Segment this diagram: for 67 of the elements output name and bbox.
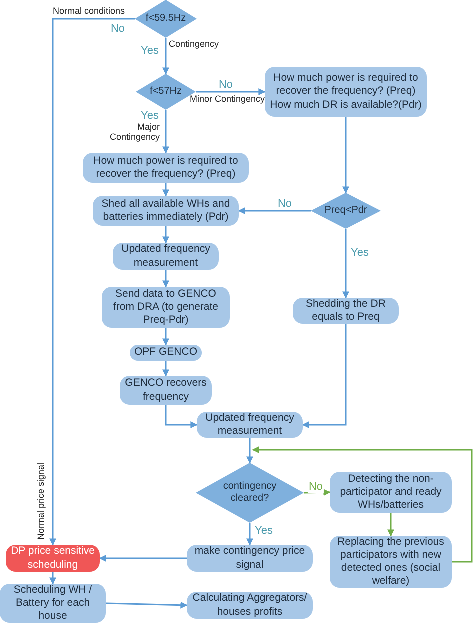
process-box — [197, 412, 303, 438]
node-text: GENCO recovers frequency — [124, 377, 208, 404]
arrow — [238, 208, 311, 214]
arrow — [162, 270, 170, 288]
arrow — [162, 110, 170, 154]
node-text: OPF GENCO — [134, 346, 198, 360]
node-text: Updated frequency measurement — [204, 412, 296, 438]
node-text: How much power is required to recover the frequency? (Preq) — [92, 154, 240, 182]
edge-label: Yes — [254, 525, 274, 537]
node-text: Scheduling WH / Battery for each house — [12, 584, 94, 624]
arrow — [252, 446, 473, 563]
arrow — [342, 117, 350, 194]
arrow — [304, 489, 331, 496]
node-text: How much power is required to recover the frequency? (Preq) — [272, 72, 420, 99]
arrow — [196, 88, 266, 96]
arrow — [388, 513, 394, 537]
node-text: Detecting the non-participator and ready WHs/batteries — [339, 472, 443, 512]
arrow — [106, 602, 188, 609]
node-text: Shedding the DR equals to Preq — [305, 298, 387, 324]
edge-label: Yes — [140, 45, 160, 57]
node-text: DP price sensitive scheduling — [10, 545, 96, 572]
arrow — [165, 405, 198, 428]
arrow — [342, 229, 350, 299]
process-box — [265, 67, 427, 117]
node-text: make contingency price signal — [194, 545, 306, 572]
arrow — [50, 572, 56, 585]
decision-diamond — [311, 193, 381, 229]
arrow — [162, 328, 170, 346]
node-text: Send data to GENCO from DRA (to generate Preq-Pdr) — [112, 288, 220, 328]
arrow — [162, 183, 170, 197]
arrow — [99, 555, 187, 562]
arrow — [162, 38, 170, 75]
process-box — [83, 153, 249, 183]
node-text: Shed all available WHs and batteries immediately (Pdr) — [100, 198, 232, 224]
annotation-text: Normal price signal — [36, 462, 46, 540]
edge-label: Yes — [140, 110, 160, 122]
annotation-text: Normal conditions — [53, 6, 126, 16]
arrow — [162, 226, 170, 244]
edge-label: No — [218, 79, 234, 91]
process-box — [0, 584, 106, 623]
process-box — [93, 196, 239, 226]
node-text: Calculating Aggregators/ houses profits — [192, 592, 308, 619]
process-box — [330, 472, 452, 513]
edge-label: No — [276, 198, 294, 210]
arrow — [50, 18, 135, 546]
annotation-text: Major Contingency — [108, 122, 160, 142]
annotation-text: Contingency — [169, 39, 220, 49]
process-box — [130, 345, 202, 361]
node-text: How much DR is available?(Pdr) — [270, 98, 422, 112]
node-text: f<57Hz — [150, 86, 182, 98]
node-text: f<59.5Hz — [146, 12, 186, 26]
arrow — [246, 438, 254, 464]
node-text: Preq<Pdr — [324, 204, 368, 218]
arrow — [302, 324, 347, 428]
edge-label: No — [110, 23, 126, 35]
edge-label: No — [308, 481, 324, 493]
arrow — [246, 523, 254, 546]
node-text: Updated frequency measurement — [120, 243, 212, 270]
node-text: Replacing the previous participators with new detected ones (social welfare) — [336, 536, 446, 588]
process-box — [102, 287, 230, 328]
decision-diamond — [196, 463, 304, 523]
edge-label: Yes — [350, 247, 370, 259]
decision-diamond — [135, 0, 197, 38]
arrow — [162, 361, 170, 377]
annotation-text: Minor Contingency — [190, 94, 266, 104]
process-box — [293, 298, 399, 324]
node-text: contingency cleared? — [222, 480, 278, 506]
